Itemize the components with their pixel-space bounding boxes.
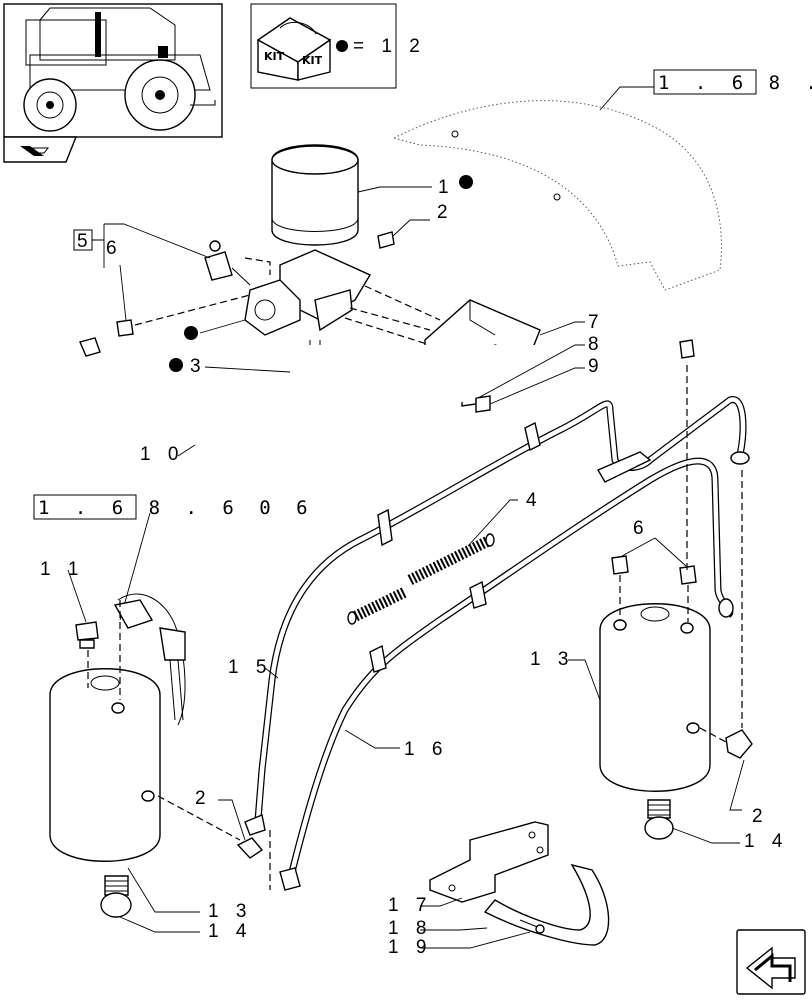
plug-11: [75, 621, 99, 649]
callout-19: 1 9: [388, 937, 432, 958]
kit-box-icon: KIT KIT: [256, 17, 332, 81]
kit-marker-3: [169, 358, 183, 372]
ref-box-top[interactable]: 1 . 6 8 . 6 0: [599, 69, 812, 111]
air-dryer-cartridge: [271, 144, 359, 246]
tank-strap-18: [483, 863, 610, 946]
fitting-2-right: [725, 729, 753, 759]
callout-10: 1 0: [140, 444, 184, 465]
pipe-15: [244, 396, 750, 836]
callout-6-left: 6: [106, 238, 123, 259]
callout-9: 9: [588, 356, 605, 377]
fender-outline: [392, 100, 722, 291]
callout-5: 5: [77, 231, 94, 252]
callout-13-right: 1 3: [530, 649, 574, 670]
callout-16: 1 6: [404, 739, 448, 760]
fitting-2-top: [377, 231, 395, 249]
callout-2-right: 2: [752, 806, 769, 827]
callout-11: 1 1: [40, 559, 84, 580]
kit-equals-text: = 1 2: [353, 36, 426, 57]
ref-top-text: 1 . 6 8 . 6 0: [658, 72, 812, 94]
kit-dot-icon: [336, 40, 348, 52]
callout-14-right: 1 4: [744, 831, 788, 852]
callout-6-right: 6: [633, 518, 650, 539]
kit-legend: KIT KIT = 1 2: [250, 3, 426, 89]
tank-bracket-17: [429, 821, 549, 903]
callout-15: 1 5: [228, 657, 272, 678]
callout-17: 1 7: [388, 895, 432, 916]
drain-plug-left: [100, 875, 132, 918]
pipe-16: [279, 457, 734, 891]
air-tank-right: [599, 603, 711, 792]
ref-box-left[interactable]: 1 . 6 8 . 6 0 6: [33, 494, 315, 621]
callout-7: 7: [588, 312, 605, 333]
callout-4: 4: [526, 490, 543, 511]
fitting-2-left: [236, 837, 264, 859]
valve-block: [204, 240, 372, 336]
kit-marker-1: [459, 175, 473, 189]
air-tank-left: [49, 668, 161, 862]
callout-8: 8: [588, 334, 605, 355]
pin-19: [519, 919, 545, 934]
bolt-9: [475, 395, 491, 413]
callout-13-left: 1 3: [208, 901, 252, 922]
ref-left-text: 1 . 6 8 . 6 0 6: [38, 497, 315, 519]
kit-label-1: KIT: [264, 50, 285, 63]
callouts: 1 2 5 6 3 7 8 9 1 0 4 6 1 1: [40, 175, 788, 958]
tractor-thumbnail: [3, 3, 223, 138]
spring-guard: [347, 533, 495, 625]
callout-1: 1: [438, 177, 455, 198]
callout-14-left: 1 4: [208, 921, 252, 942]
callout-2-left: 2: [195, 788, 212, 809]
callout-2-top: 2: [437, 202, 454, 223]
drain-plug-right: [644, 799, 674, 840]
pipe-10: [79, 337, 695, 446]
fitting-6-left: [116, 319, 134, 337]
callout-18: 1 8: [388, 918, 432, 939]
kit-marker-valve: [184, 326, 198, 340]
kit-label-2: KIT: [302, 54, 323, 67]
view-mode-icon[interactable]: [3, 136, 78, 163]
callout-3: 3: [190, 356, 207, 377]
fitting-6-right: [611, 555, 697, 585]
sensor-harness: [113, 593, 186, 726]
next-page-arrow-icon[interactable]: [736, 929, 806, 995]
